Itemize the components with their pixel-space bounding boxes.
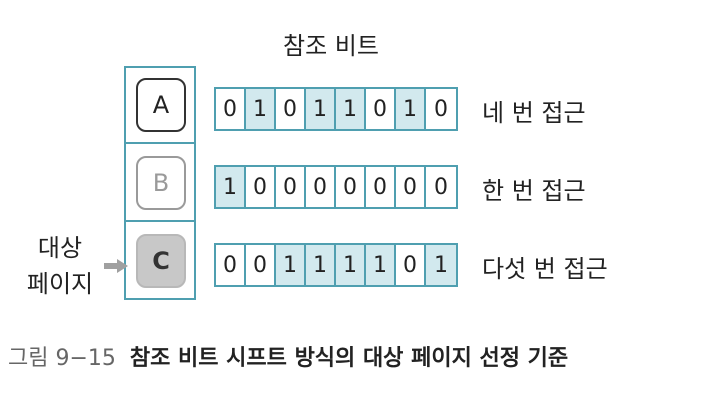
reference-bit: 0	[246, 245, 276, 285]
reference-bit: 0	[306, 167, 336, 207]
reference-bit: 1	[426, 245, 456, 285]
reference-bit: 0	[366, 89, 396, 129]
row-divider	[126, 142, 194, 144]
reference-bits-row-a: 0 1 0 1 1 0 1 0	[214, 87, 458, 131]
reference-bit: 1	[216, 167, 246, 207]
reference-bit: 1	[336, 245, 366, 285]
arrow-right-icon	[104, 259, 128, 273]
reference-bit: 1	[246, 89, 276, 129]
reference-bit: 0	[426, 89, 456, 129]
reference-bit: 1	[336, 89, 366, 129]
reference-bit: 0	[396, 245, 426, 285]
target-label-line: 대상	[37, 234, 83, 262]
figure-number: 그림 9−15	[8, 346, 116, 371]
page-c-selected: C	[136, 234, 186, 288]
figure-caption-text: 참조 비트 시프트 방식의 대상 페이지 선정 기준	[129, 346, 569, 371]
reference-bit: 1	[366, 245, 396, 285]
page-a: A	[136, 78, 186, 132]
reference-bit: 0	[276, 167, 306, 207]
target-label-line: 페이지	[26, 270, 94, 298]
target-page-label: 대상 페이지	[22, 230, 98, 302]
page-b: B	[136, 156, 186, 210]
reference-bit: 0	[366, 167, 396, 207]
access-count-a: 네 번 접근	[482, 99, 586, 127]
reference-bits-row-c: 0 0 1 1 1 1 0 1	[214, 243, 458, 287]
reference-bit: 0	[396, 167, 426, 207]
access-count-c: 다섯 번 접근	[482, 255, 608, 283]
reference-bit: 1	[396, 89, 426, 129]
figure-caption: 그림 9−15 참조 비트 시프트 방식의 대상 페이지 선정 기준	[8, 340, 568, 372]
reference-bit: 0	[336, 167, 366, 207]
reference-bit: 1	[306, 89, 336, 129]
reference-bit: 0	[216, 89, 246, 129]
reference-bit: 0	[216, 245, 246, 285]
diagram-title: 참조 비트	[283, 32, 379, 60]
access-count-b: 한 번 접근	[482, 177, 586, 205]
pages-column: A B C	[124, 66, 196, 300]
reference-bit: 0	[426, 167, 456, 207]
row-divider	[126, 220, 194, 222]
reference-bit: 1	[276, 245, 306, 285]
reference-bit: 0	[276, 89, 306, 129]
reference-bit: 0	[246, 167, 276, 207]
reference-bit: 1	[306, 245, 336, 285]
reference-bits-row-b: 1 0 0 0 0 0 0 0	[214, 165, 458, 209]
